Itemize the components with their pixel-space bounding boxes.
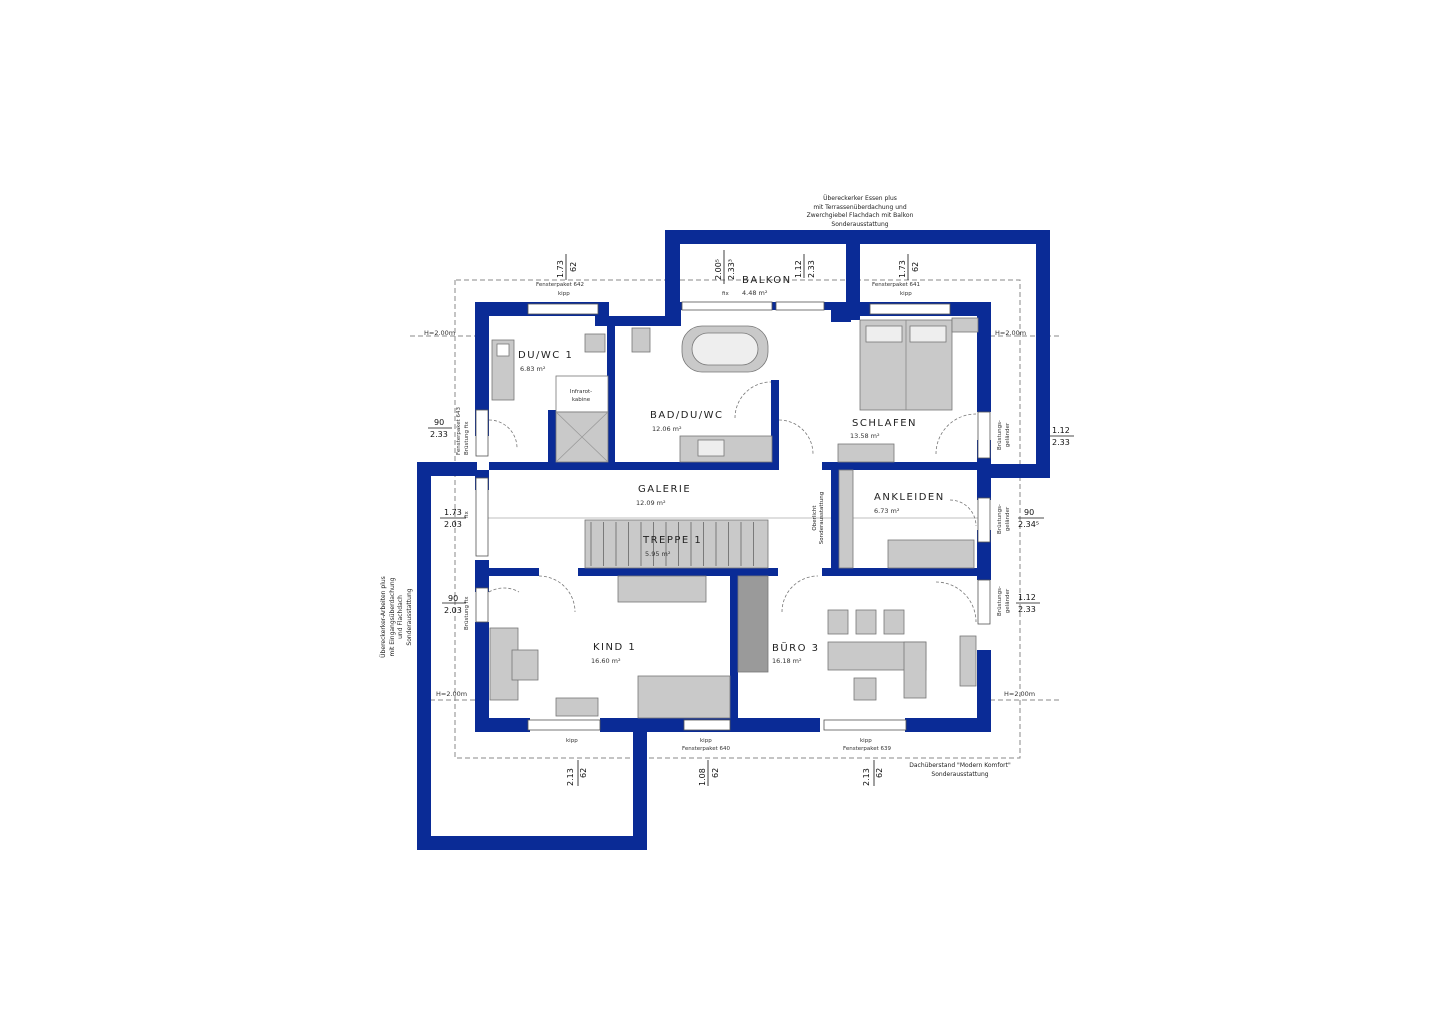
room-area-schlafen: 13.58 m²	[850, 432, 880, 440]
dim-right-a2: 2.33	[1052, 438, 1070, 447]
room-name-schlafen: SCHLAFEN	[852, 418, 918, 429]
dim-right-a1: 1.12	[1052, 426, 1070, 435]
dim-right-b1: 90	[1024, 508, 1035, 517]
note-bottom-right-line: Dachüberstand "Modern Komfort"	[909, 762, 1011, 769]
note-left-line: Übereckerker-Arbeiten plus	[380, 576, 387, 658]
dim-top-left-a: 1.73	[556, 260, 565, 278]
height-label: H=2.00m	[424, 329, 456, 337]
window-label-641: Fensterpaket 641	[872, 282, 921, 288]
dim-bottom-a2: 62	[579, 767, 588, 778]
dim-left-b1: 1.73	[444, 508, 462, 517]
room-area-ankleiden: 6.73 m²	[874, 507, 900, 515]
note-top-line: mit Terrassenüberdachung und	[813, 203, 907, 211]
note-oberlicht-line: Sonderausstattung	[819, 491, 825, 545]
kipp-label: kipp	[900, 291, 912, 297]
dim-bottom-a1: 2.13	[566, 768, 575, 786]
dim-bottom-c1: 2.13	[862, 768, 871, 786]
note-left-line: Sonderausstattung	[405, 588, 413, 646]
dim-top-left-b: 62	[569, 261, 578, 272]
dim-bottom-c2: 62	[875, 767, 884, 778]
dim-left-a2: 2.33	[430, 430, 448, 439]
door-swings	[488, 381, 977, 623]
dim-balkon-b2: 2.33	[807, 260, 816, 278]
bruestung-fix-label: Brüstung fix	[464, 421, 470, 455]
bruestungsgelaender-label: Brüstungs-geländer	[997, 586, 1011, 616]
kipp-label: kipp	[860, 738, 872, 744]
dim-right-c2: 2.33	[1018, 605, 1036, 614]
room-name-kind: KIND 1	[593, 642, 637, 653]
dim-balkon-a1: 2.00⁵	[714, 258, 723, 280]
dimension-lines	[428, 250, 1074, 786]
windows-group	[475, 301, 991, 731]
room-name-buero: BÜRO 3	[772, 643, 820, 654]
dim-bottom-b2: 62	[711, 767, 720, 778]
room-name-galerie: GALERIE	[638, 484, 692, 495]
fix-label: fix	[464, 511, 470, 518]
room-area-galerie: 12.09 m²	[636, 499, 666, 507]
note-bottom-right: Dachüberstand "Modern Komfort" Sonderaus…	[895, 762, 1025, 779]
note-top: Übereckerker Essen plus mit Terrassenübe…	[780, 195, 940, 229]
dim-balkon-b1: 1.12	[794, 260, 803, 278]
room-name-bad: BAD/DU/WC	[650, 410, 724, 421]
dim-top-right-b: 62	[911, 261, 920, 272]
window-label-642: Fensterpaket 642	[536, 282, 585, 288]
note-left-line: und Flachdach	[397, 595, 404, 639]
window-label-643: Fensterpaket 643	[456, 406, 462, 455]
note-left-line: mit Eingangsüberdachung	[388, 577, 396, 657]
dim-left-c1: 90	[448, 594, 459, 603]
window-label-640: Fensterpaket 640	[682, 746, 731, 752]
room-area-kind: 16.60 m²	[591, 657, 621, 665]
roof-outline	[410, 279, 1062, 759]
room-area-bad: 12.06 m²	[652, 425, 682, 433]
note-bottom-right-line: Sonderausstattung	[931, 770, 989, 778]
height-label: H=2.00m	[1004, 690, 1036, 698]
bruestung-fix-label: Brüstung fix	[464, 596, 470, 630]
room-name-ankleiden: ANKLEIDEN	[874, 492, 945, 503]
room-area-balkon: 4.48 m²	[742, 289, 768, 297]
bruestungsgelaender-label: Brüstungs-geländer	[997, 420, 1011, 450]
dim-bottom-b1: 1.08	[698, 768, 707, 786]
fixtures	[489, 317, 979, 719]
note-top-line: Übereckerker Essen plus	[823, 195, 897, 202]
height-label: H=2.00m	[436, 690, 468, 698]
note-top-line: Zwerchgiebel Flachdach mit Balkon	[806, 212, 914, 219]
kipp-label: kipp	[700, 738, 712, 744]
infrarot-label: Infrarot-kabine	[569, 389, 593, 403]
dim-right-b2: 2.34⁵	[1018, 520, 1040, 529]
dim-top-right-a: 1.73	[898, 260, 907, 278]
window-label-639: Fensterpaket 639	[843, 746, 892, 752]
room-name-du-wc: DU/WC 1	[518, 350, 574, 361]
kipp-label: kipp	[566, 738, 578, 744]
room-name-treppe: TREPPE 1	[643, 535, 703, 546]
room-name-balkon: BALKON	[742, 275, 792, 286]
room-area-buero: 16.18 m²	[772, 657, 802, 665]
stair-treads	[590, 522, 754, 566]
dim-balkon-a2: 2.33³	[727, 258, 736, 280]
height-label: H=2.00m	[995, 329, 1027, 337]
room-area-du-wc: 6.83 m²	[520, 365, 546, 373]
dim-right-c1: 1.12	[1018, 593, 1036, 602]
note-oberlicht-line: Oberlicht	[812, 505, 818, 531]
fix-label: fix	[722, 291, 729, 297]
dim-left-c2: 2.03	[444, 606, 462, 615]
room-area-treppe: 5.95 m²	[645, 550, 671, 558]
dim-left-a1: 90	[434, 418, 445, 427]
note-top-line: Sonderausstattung	[831, 220, 889, 228]
kipp-label: kipp	[558, 291, 570, 297]
bruestungsgelaender-label: Brüstungs-geländer	[997, 504, 1011, 534]
note-left: Übereckerker-Arbeiten plus mit Eingangsü…	[380, 572, 414, 662]
dim-left-b2: 2.03	[444, 520, 462, 529]
note-oberlicht: Oberlicht Sonderausstattung	[812, 488, 826, 548]
